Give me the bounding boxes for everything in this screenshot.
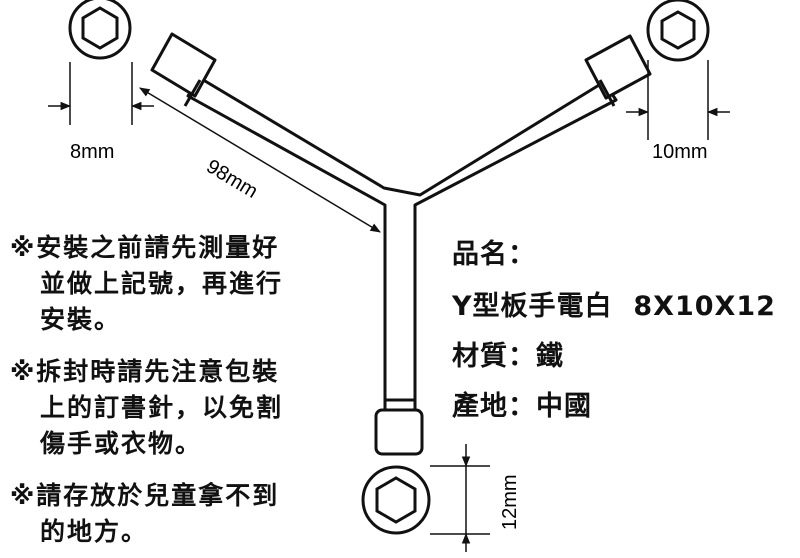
left-hex-end: [68, 0, 132, 60]
right-socket-size: 10mm: [652, 141, 708, 163]
arm-length-label: 98mm: [202, 155, 261, 202]
right-hex-end: [646, 0, 710, 62]
note-line: 傷手或衣物。: [40, 429, 203, 458]
note-line: 上的訂書針，以免割: [40, 393, 284, 422]
product-name-label: 品名：: [452, 239, 536, 270]
product-origin: 產地：中國: [452, 391, 592, 422]
note-line: 的地方。: [40, 517, 149, 546]
note-line: ※拆封時請先注意包裝: [10, 357, 280, 386]
note-line: ※安裝之前請先測量好: [10, 233, 280, 262]
product-material: 材質：鐵: [452, 341, 564, 372]
bottom-socket-size: 12mm: [499, 474, 521, 530]
caution-note-2: ※拆封時請先注意包裝 上的訂書針，以免割 傷手或衣物。: [10, 354, 283, 462]
note-line: ※請存放於兒童拿不到: [10, 481, 280, 510]
product-name-value: Y型板手電白 8X10X12: [452, 291, 776, 322]
note-line: 並做上記號，再進行: [40, 269, 284, 298]
caution-note-3: ※請存放於兒童拿不到 的地方。: [10, 478, 279, 550]
caution-note-1: ※安裝之前請先測量好 並做上記號，再進行 安裝。: [10, 230, 283, 338]
note-line: 安裝。: [40, 305, 122, 334]
bottom-hex-end: [361, 465, 431, 535]
bottom-socket: [374, 408, 424, 456]
left-socket-size: 8mm: [70, 141, 114, 163]
